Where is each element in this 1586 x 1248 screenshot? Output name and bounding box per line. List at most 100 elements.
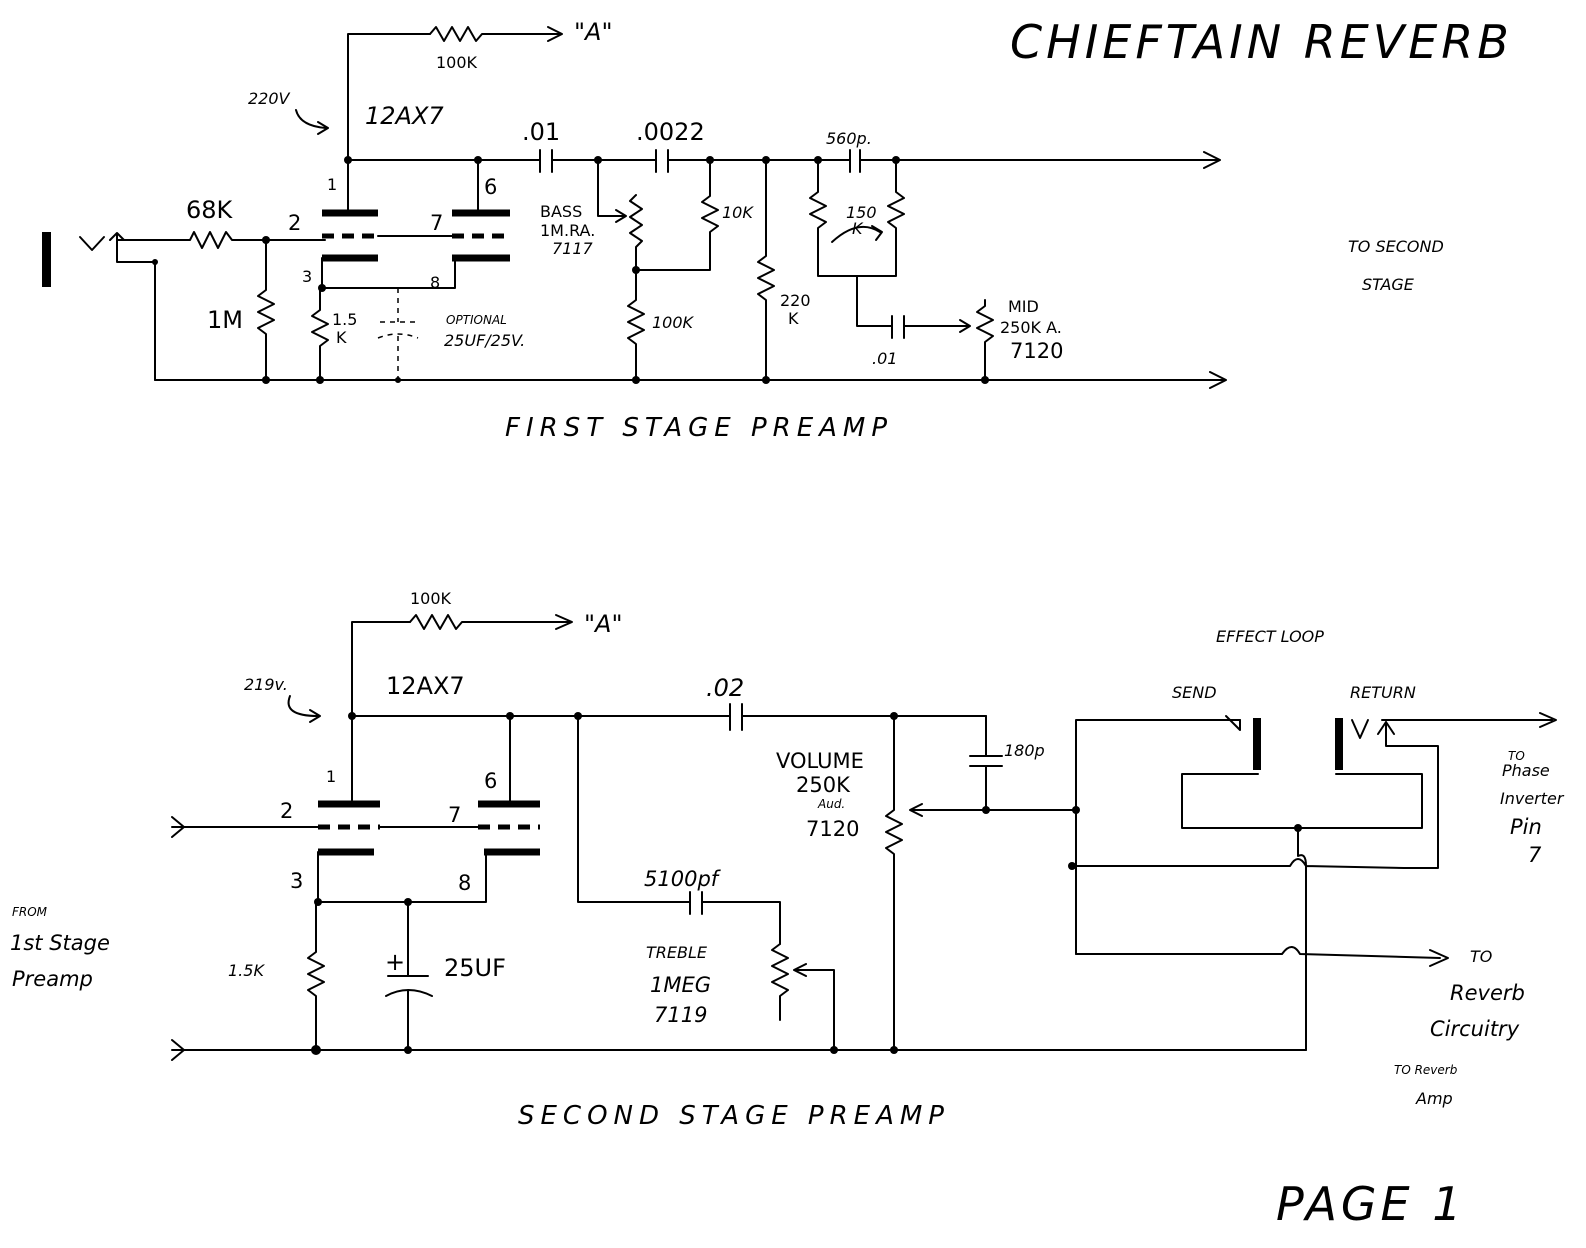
to-phase-2: Phase — [1502, 761, 1550, 780]
label-180p: 180p — [1004, 741, 1045, 760]
volume-pot — [885, 715, 903, 1051]
cap-180p — [969, 755, 1003, 767]
first-stage-caption: FIRST STAGE PREAMP — [505, 413, 893, 443]
bass-part: 7117 — [552, 239, 594, 258]
mid-label: MID — [1008, 297, 1039, 316]
label-25uf: 25UF — [444, 954, 506, 982]
resistor-220k — [757, 159, 775, 381]
label-150-k: K — [852, 219, 864, 238]
pin-2-label: 2 — [288, 211, 301, 235]
label-5100pf: 5100pf — [644, 867, 722, 891]
tube-label-2: 12AX7 — [386, 672, 465, 700]
volume-label: VOLUME — [776, 749, 864, 773]
cap-0022 — [655, 149, 669, 173]
label-10k: 10K — [722, 203, 754, 222]
resistor-1m — [257, 239, 275, 381]
label-560p: 560p. — [826, 129, 872, 148]
bass-label: BASS — [540, 202, 582, 221]
label-cap-02: .02 — [706, 674, 744, 702]
input-jack-wire — [109, 232, 156, 263]
to-second-stage-1: TO SECOND — [1348, 237, 1444, 256]
cap-mid — [891, 315, 905, 339]
optional-label: OPTIONAL — [446, 313, 507, 327]
cap-02 — [729, 703, 743, 731]
pin-1-label: 1 — [327, 175, 337, 194]
to-phase-4: Pin — [1510, 815, 1542, 839]
treble-pot — [771, 943, 789, 1021]
treble-label: TREBLE — [646, 943, 708, 962]
label-100k: 100K — [652, 313, 695, 332]
to-reverb-1: TO — [1470, 947, 1492, 966]
plate-voltage-label: 220V — [248, 89, 291, 108]
plate-voltage-label-2: 219v. — [244, 675, 288, 694]
cap-25uf — [385, 901, 433, 1051]
label-68k: 68K — [186, 196, 234, 224]
tube-label: 12AX7 — [365, 102, 444, 130]
pin-6-label-2: 6 — [484, 769, 497, 793]
to-second-stage-2: STAGE — [1362, 275, 1415, 294]
schematic-title: CHIEFTAIN REVERB — [1010, 15, 1513, 69]
supply-a-label-2: "A" — [584, 610, 623, 638]
mid-pot — [976, 299, 994, 381]
pin-3-label-2: 3 — [290, 869, 303, 893]
to-reverb-2: Reverb — [1450, 981, 1525, 1005]
input-jack-tip — [79, 236, 105, 251]
to-reverb-amp-1: TO Reverb — [1394, 1063, 1458, 1077]
pin-7-label-2: 7 — [448, 803, 461, 827]
to-phase-5: 7 — [1528, 843, 1542, 867]
label-cathode-2: 1.5K — [228, 961, 265, 980]
effect-loop-label: EFFECT LOOP — [1216, 627, 1324, 646]
label-100k-plate-2: 100K — [410, 589, 452, 608]
to-phase-3: Inverter — [1500, 789, 1565, 808]
label-cap-mid: .01 — [872, 349, 897, 368]
label-cap-01: .01 — [522, 118, 560, 146]
return-jack-sleeve — [1335, 718, 1343, 770]
from-label-1: FROM — [12, 905, 48, 919]
treble-part: 7119 — [654, 1003, 707, 1027]
pin-3-label: 3 — [302, 267, 312, 286]
to-reverb-amp-2: Amp — [1415, 1089, 1453, 1108]
resistor-100k-plate-2 — [409, 614, 571, 630]
mid-part: 7120 — [1010, 339, 1063, 363]
resistor-100k-plate — [429, 26, 561, 42]
bass-value: 1M.RA. — [540, 221, 595, 240]
pin-8-label-2: 8 — [458, 871, 471, 895]
cap-01 — [539, 149, 553, 173]
mid-value: 250K A. — [1000, 318, 1062, 337]
pin-8-label: 8 — [430, 273, 440, 292]
resistor-150k-wiper — [831, 225, 883, 243]
second-stage-caption: SECOND STAGE PREAMP — [518, 1101, 950, 1131]
label-100k-plate: 100K — [436, 53, 478, 72]
cap-plus: + — [385, 948, 405, 976]
to-reverb-3: Circuitry — [1430, 1017, 1520, 1041]
cap-560p — [849, 149, 861, 173]
label-220k-a: 220 — [780, 291, 811, 310]
first-stage-preamp: 68K 2 1M 12AX7 1 6 7 3 8 100K "A" 220V — [42, 18, 1444, 443]
resistor-100k — [627, 269, 645, 381]
send-jack-tip — [1225, 715, 1241, 731]
send-label: SEND — [1172, 683, 1217, 702]
label-1m: 1M — [207, 306, 243, 334]
label-cathode-a: 1.5 — [332, 310, 357, 329]
pin-2-label-2: 2 — [280, 799, 293, 823]
label-220k-b: K — [788, 309, 799, 328]
resistor-68k — [179, 231, 269, 249]
pin-6-label: 6 — [484, 175, 497, 199]
treble-value: 1MEG — [650, 973, 711, 997]
from-label-3: Preamp — [12, 967, 93, 991]
page-label: PAGE 1 — [1276, 1177, 1466, 1231]
send-jack-sleeve — [1253, 718, 1261, 770]
resistor-cathode-2 — [307, 901, 325, 1051]
from-label-2: 1st Stage — [10, 931, 110, 955]
return-label: RETURN — [1350, 683, 1416, 702]
input-jack-sleeve — [42, 232, 51, 287]
volume-taper: Aud. — [817, 797, 845, 811]
label-cathode-b: K — [336, 328, 347, 347]
label-cap-0022: .0022 — [636, 118, 705, 146]
resistor-cathode-1 — [311, 287, 329, 381]
volume-part: 7120 — [806, 817, 859, 841]
pin-1-label-2: 1 — [326, 767, 336, 786]
optional-cap — [377, 288, 419, 380]
to-phase-1: TO — [1508, 749, 1525, 763]
